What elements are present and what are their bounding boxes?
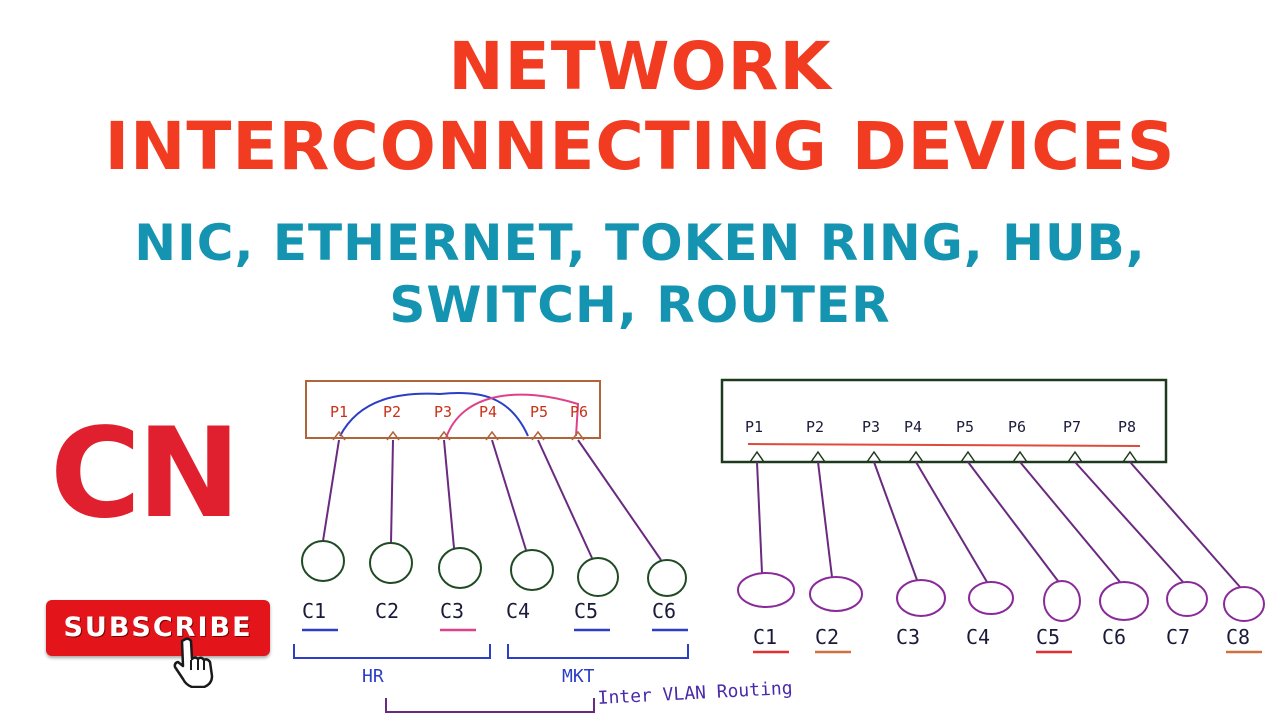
left-computer-node (438, 547, 482, 589)
left-switch-box (305, 380, 601, 439)
subscribe-button[interactable]: SUBSCRIBE (46, 600, 270, 656)
left-port-connector (485, 430, 499, 441)
right-computer-node (1099, 581, 1149, 621)
hand-pointer-icon (173, 637, 214, 688)
right-computer-label: C1 (753, 625, 777, 649)
left-cable (322, 439, 340, 542)
right-port-label: P2 (806, 418, 824, 436)
title-line-1: NETWORK (448, 28, 832, 105)
right-port-label: P5 (956, 418, 974, 436)
right-port-label: P4 (904, 418, 922, 436)
right-port-connector (1012, 450, 1028, 463)
left-port-label: P3 (434, 403, 452, 421)
group-label-hr: HR (362, 666, 384, 687)
subtitle-line-1: NIC, ETHERNET, TOKEN RING, HUB, (134, 214, 1146, 272)
hr-brace (293, 644, 491, 659)
right-computer-node (968, 581, 1014, 615)
title-line-2: INTERCONNECTING DEVICES (104, 108, 1176, 185)
routing-brace (385, 698, 595, 713)
mkt-brace (507, 644, 689, 659)
left-switch: P1 P2 P3 P4 P5 P6 C1 C2 C3 C4 C5 C6 HR MKT Inter V… (293, 380, 793, 713)
left-port-label: P5 (530, 403, 548, 421)
left-cable (537, 439, 593, 559)
right-port-label: P7 (1063, 418, 1081, 436)
left-computer-node (369, 542, 413, 584)
right-computer-node (737, 572, 795, 608)
right-port-label: P1 (745, 418, 763, 436)
right-computer-node (809, 576, 863, 612)
right-port-connector (908, 450, 924, 463)
right-port-connector (1122, 450, 1138, 463)
left-computer-node (510, 549, 554, 591)
right-computer-label: C7 (1166, 625, 1190, 649)
right-switch: P1 P2 P3 P4 P5 P6 P7 P8 C1 C2 C3 C4 C5 C6 C7 C8 (720, 378, 1265, 654)
left-port-label: P2 (383, 403, 401, 421)
right-computer-label: C3 (896, 625, 920, 649)
left-cable (390, 439, 394, 544)
left-computer-label: C1 (302, 599, 326, 623)
left-port-connector (571, 430, 585, 441)
right-cable (817, 461, 833, 578)
right-cable (1074, 461, 1184, 583)
right-cable (873, 461, 918, 581)
left-cable (577, 439, 662, 561)
left-computer-label: C3 (440, 599, 464, 623)
left-port-label: P6 (570, 403, 588, 421)
right-cable (915, 461, 988, 583)
right-switch-box (720, 378, 1168, 464)
right-computer-label: C4 (966, 625, 990, 649)
right-computer-node (1223, 586, 1265, 622)
right-port-connector (810, 450, 826, 463)
left-cable (491, 439, 527, 551)
left-port-label: P1 (330, 403, 348, 421)
left-port-connector (386, 430, 400, 441)
left-port-connector (531, 430, 545, 441)
right-computer-node (1043, 580, 1081, 622)
left-port-connector (332, 430, 346, 441)
right-port-connector (749, 450, 765, 463)
vlan-link-pink (445, 393, 580, 439)
right-port-connector (960, 450, 976, 463)
left-computer-label: C2 (375, 599, 399, 623)
subtitle-line-2: SWITCH, ROUTER (389, 276, 891, 334)
right-cable (1019, 461, 1121, 583)
right-computer-node (896, 579, 946, 617)
right-port-connector (866, 450, 882, 463)
left-computer-label: C6 (652, 599, 676, 623)
cn-logo: CN (50, 402, 241, 546)
left-computer-label: C5 (574, 599, 598, 623)
right-cable (1129, 461, 1241, 588)
right-port-connector (1067, 450, 1083, 463)
left-cable (443, 439, 455, 549)
right-cable (756, 461, 763, 574)
left-computer-node (577, 557, 619, 597)
left-port-connector (437, 430, 451, 441)
right-port-label: P8 (1118, 418, 1136, 436)
right-cable (967, 461, 1059, 582)
right-computer-label: C5 (1036, 625, 1060, 649)
left-computer-node (301, 540, 345, 582)
right-computer-node (1166, 581, 1208, 617)
switch-backplane (747, 443, 1141, 447)
left-computer-node (647, 559, 687, 597)
vlan-link-blue (339, 391, 529, 437)
right-port-label: P6 (1008, 418, 1026, 436)
left-port-label: P4 (479, 403, 497, 421)
left-computer-label: C4 (506, 599, 530, 623)
right-computer-label: C8 (1226, 625, 1250, 649)
right-computer-label: C6 (1102, 625, 1126, 649)
right-computer-label: C2 (815, 625, 839, 649)
group-label-mkt: MKT (562, 666, 595, 687)
right-port-label: P3 (862, 418, 880, 436)
inter-vlan-routing-note: Inter VLAN Routing (597, 678, 793, 709)
